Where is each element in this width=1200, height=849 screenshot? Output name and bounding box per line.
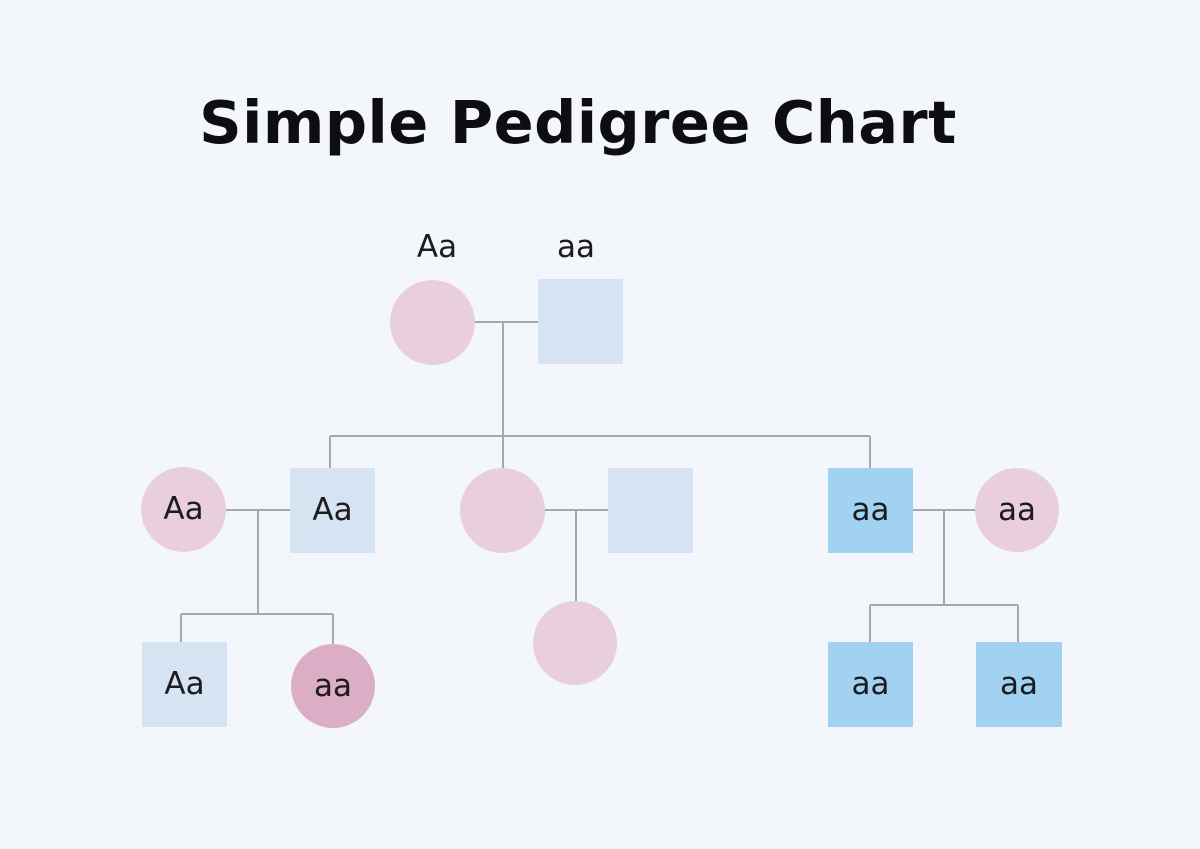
person-gen1-father [538,279,623,364]
person-gen2-wife-left: Aa [141,467,226,552]
genotype-label: aa [998,491,1036,528]
person-gen2-husband-middle [608,468,693,553]
person-gen3-daughter-left: aa [291,644,375,728]
person-gen2-son-right: aa [828,468,913,553]
genotype-label: aa [851,492,890,528]
person-gen1-mother [390,280,475,365]
genotype-label-gen1-father: aa [557,229,595,265]
person-gen2-wife-right: aa [975,468,1059,552]
genotype-label-gen1-mother: Aa [416,229,458,265]
person-gen2-daughter-middle [460,468,545,553]
person-gen3-daughter-middle [533,601,617,685]
person-gen3-son-right-2: aa [976,642,1062,727]
genotype-label: aa [851,666,890,702]
genotype-label: Aa [163,491,204,527]
page-title: Simple Pedigree Chart [199,88,957,157]
person-gen3-son-right-1: aa [828,642,913,727]
genotype-label: Aa [312,492,353,528]
genotype-label: aa [314,667,352,704]
genotype-label: aa [1000,666,1038,702]
person-gen3-son-left: Aa [142,642,227,727]
person-gen2-son-left: Aa [290,468,375,553]
genotype-label: Aa [164,666,205,702]
